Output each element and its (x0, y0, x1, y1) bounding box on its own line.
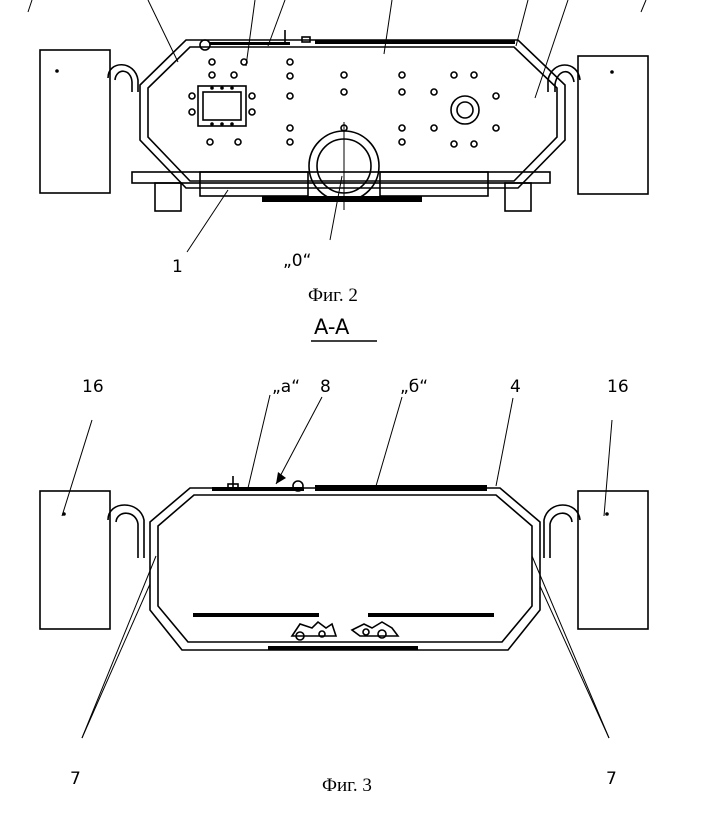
callout-1: 1 (172, 257, 183, 277)
callout-node-o: „0“ (283, 251, 311, 271)
callout-7-left: 7 (70, 769, 81, 789)
callout-8: 8 (320, 377, 331, 397)
figure-3-caption: Фиг. 3 (322, 775, 372, 796)
left-side-block-16 (39, 490, 111, 630)
housing-outline (139, 39, 566, 189)
callout-16-left: 16 (82, 377, 104, 397)
figure-2: 1 „0“ Фиг. 2 (27, 0, 649, 306)
right-side-block-16 (577, 490, 649, 630)
section-title: A-A (314, 315, 350, 339)
callout-node-a: „a“ (272, 377, 300, 397)
callout-4: 4 (510, 377, 521, 397)
callout-16-right: 16 (607, 377, 629, 397)
callout-node-b: „б“ (400, 377, 428, 397)
housing-section (149, 487, 541, 651)
bolt-holes (188, 58, 500, 148)
callout-7-right: 7 (606, 769, 617, 789)
left-side-block (39, 49, 111, 194)
inspection-window (197, 85, 247, 127)
figure-2-caption: Фиг. 2 (308, 285, 358, 306)
right-side-block (577, 55, 649, 195)
figure-3: 16 16 „a“ 8 „б“ 4 7 7 Фиг. 3 (39, 377, 649, 796)
